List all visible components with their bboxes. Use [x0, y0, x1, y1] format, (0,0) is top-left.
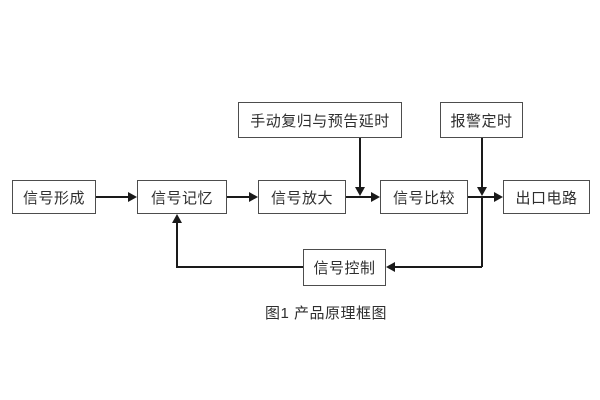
node-signal-formation: 信号形成: [12, 180, 96, 214]
node-manual-reset-delay: 手动复归与预告延时: [238, 102, 402, 138]
connector-feedback-up: [176, 222, 178, 268]
node-signal-memory: 信号记忆: [137, 180, 227, 214]
arrowhead-into-amplification-icon: [249, 192, 258, 202]
arrowhead-into-memory-icon: [128, 192, 137, 202]
arrowhead-manual-reset-down-icon: [355, 187, 365, 196]
connector-manual-reset-down: [359, 138, 361, 188]
connector-alarm-timing-down: [481, 138, 483, 188]
node-alarm-timing: 报警定时: [440, 102, 523, 138]
arrowhead-into-output-icon: [494, 192, 503, 202]
arrowhead-alarm-timing-down-icon: [477, 187, 487, 196]
connector-control-to-left: [176, 266, 303, 268]
node-signal-comparison: 信号比较: [380, 180, 468, 214]
connector-memory-to-amplification: [227, 196, 250, 198]
node-output-circuit: 出口电路: [503, 180, 590, 214]
arrowhead-into-comparison-icon: [371, 192, 380, 202]
arrowhead-into-control-icon: [386, 262, 395, 272]
node-signal-amplification: 信号放大: [258, 180, 346, 214]
node-signal-control: 信号控制: [303, 249, 386, 286]
connector-feedback-down: [481, 198, 483, 267]
connector-comparison-to-output: [468, 196, 495, 198]
connector-amplification-to-comparison: [346, 196, 372, 198]
connector-formation-to-memory: [96, 196, 129, 198]
arrowhead-into-memory-bottom-icon: [172, 214, 182, 223]
diagram-caption: 图1 产品原理框图: [264, 305, 388, 322]
connector-feedback-to-control: [394, 266, 482, 268]
